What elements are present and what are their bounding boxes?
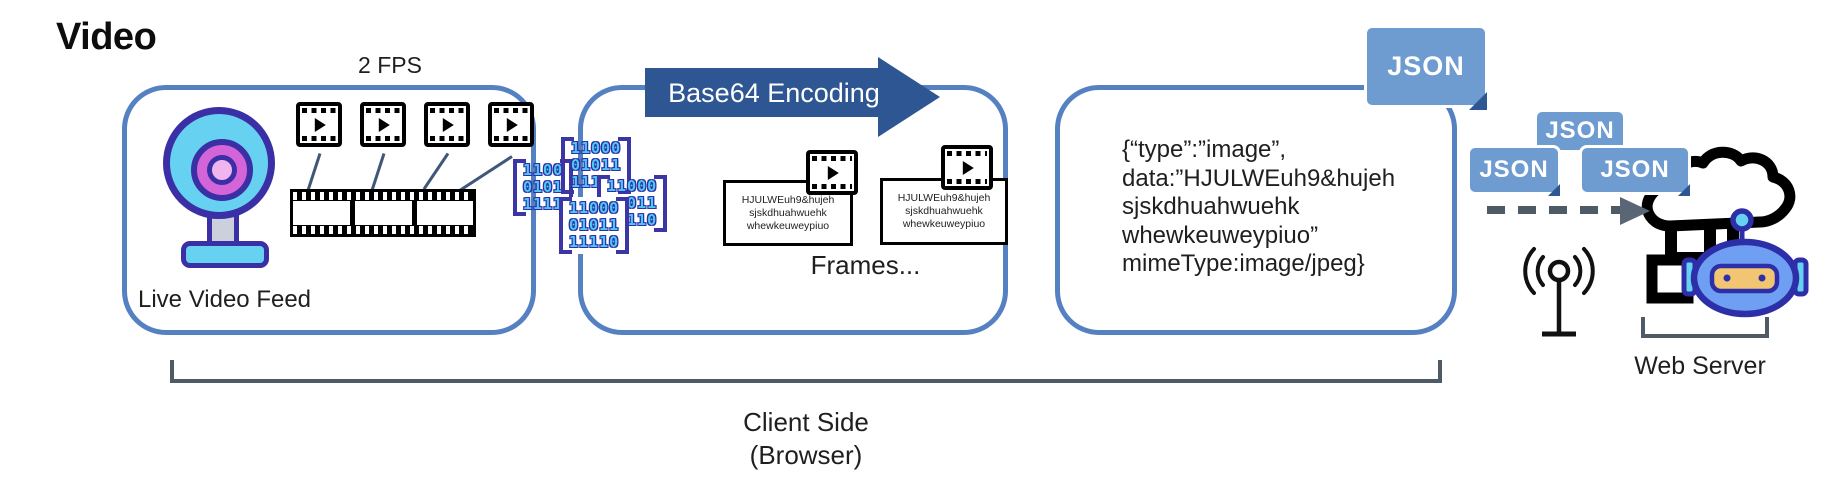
live-video-feed-label: Live Video Feed: [138, 286, 312, 313]
binary-row: 11000: [607, 177, 658, 195]
folded-corner: [1469, 92, 1487, 110]
json-tag-label: JSON: [1545, 117, 1615, 144]
folded-corner: [1548, 184, 1560, 196]
binary-row: 110: [607, 211, 658, 229]
binary-block: 11000 01011 11110: [559, 197, 630, 254]
play-icon: [378, 117, 390, 132]
video-frame-icon: [941, 145, 993, 190]
json-payload-text: {“type”:”image”, data:”HJULWEuh9&hujeh s…: [1122, 136, 1452, 279]
binary-row: 01011: [569, 216, 620, 234]
json-tag-label: JSON: [1387, 51, 1465, 81]
json-line: {“type”:”image”,: [1122, 136, 1287, 163]
base64-arrow-head: [878, 57, 940, 137]
client-side-line2: (Browser): [749, 440, 863, 470]
json-line: whewkeuweypiuo”: [1122, 221, 1319, 249]
json-line: data:”HJULWEuh9&hujeh: [1122, 164, 1396, 192]
server-bracket: [1641, 317, 1769, 338]
webcam-base: [181, 241, 269, 268]
json-tag-label: JSON: [1479, 156, 1549, 183]
play-icon: [962, 160, 974, 175]
binary-block: 1100 0101 1111: [513, 159, 574, 216]
binary-row: 111: [571, 173, 602, 191]
client-side-line1: Client Side: [743, 407, 869, 437]
video-frame-icon: [296, 102, 342, 147]
binary-row: 0101: [523, 178, 564, 196]
client-side-label: Client Side (Browser): [656, 406, 956, 472]
fps-label: 2 FPS: [358, 52, 422, 78]
base64-text-line: whewkeuweypiuo: [746, 219, 830, 232]
json-tag: JSON: [1582, 148, 1690, 196]
json-tag: JSON: [1367, 28, 1487, 110]
json-box: [1055, 85, 1457, 335]
film-strip-icon: [290, 189, 476, 237]
video-frame-icon: [424, 102, 470, 147]
dashed-arrow-head: [1620, 197, 1650, 225]
film-divider: [412, 200, 417, 226]
base64-text-line: sjskdhuahwuehk: [749, 206, 827, 219]
binary-row: 1100: [523, 161, 564, 179]
frames-label: Frames...: [810, 250, 921, 280]
json-line: sjskdhuahwuehk: [1122, 193, 1300, 220]
film-divider: [350, 200, 355, 226]
base64-arrow: [645, 68, 878, 117]
binary-row: 1111: [523, 195, 564, 213]
binary-row: 01011: [571, 156, 622, 174]
base64-text-line: whewkeuweypiuo: [902, 218, 986, 230]
binary-row: 11110: [569, 233, 620, 251]
broadcast-antenna-icon: [1523, 247, 1595, 337]
play-icon: [827, 165, 839, 180]
dashed-arrow: [1487, 206, 1620, 214]
binary-block: 11000 01011 111: [561, 137, 632, 194]
web-server-label: Web Server: [1634, 352, 1766, 380]
video-frame-icon: [360, 102, 406, 147]
play-icon: [506, 117, 518, 132]
base64-text-line: HJULWEuh9&hujeh: [741, 193, 835, 206]
json-tag: JSON: [1537, 112, 1623, 150]
binary-row: 11000: [569, 199, 620, 217]
json-tag: JSON: [1470, 148, 1560, 196]
base64-text-line: HJULWEuh9&hujeh: [897, 192, 991, 204]
play-icon: [442, 117, 454, 132]
base64-text-line: sjskdhuahwuehk: [905, 205, 983, 217]
json-line: mimeType:image/jpeg}: [1122, 250, 1365, 277]
play-icon: [314, 117, 326, 132]
webcam-lens: [207, 155, 237, 185]
client-side-bracket: [170, 360, 1442, 383]
video-frame-icon: [806, 150, 858, 195]
json-tag-label: JSON: [1600, 156, 1670, 183]
binary-row: 011: [607, 194, 658, 212]
base64-arrow-label: Base64 Encoding: [668, 78, 880, 108]
diagram-title: Video: [56, 16, 157, 58]
robot-icon: [1681, 208, 1809, 318]
video-frame-icon: [488, 102, 534, 147]
binary-row: 11000: [571, 139, 622, 157]
